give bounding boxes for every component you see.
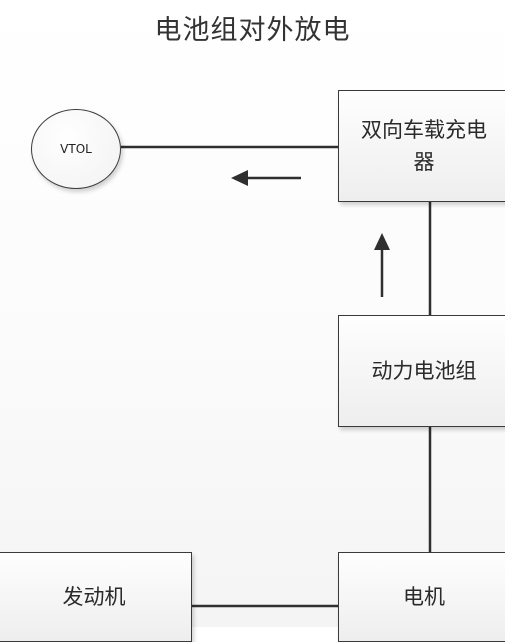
- engine-label: 发动机: [62, 585, 126, 609]
- battery-label: 动力电池组: [371, 359, 477, 383]
- vtol-node: VTOL: [31, 109, 121, 189]
- motor-label: 电机: [403, 585, 445, 609]
- power-battery-box: 动力电池组: [338, 315, 505, 427]
- motor-box: 电机: [338, 552, 505, 642]
- charger-label: 双向车载充电器: [361, 118, 487, 174]
- arrow-up-icon: [374, 233, 390, 297]
- vtol-label: VTOL: [60, 142, 92, 156]
- bidirectional-charger-box: 双向车载充电器: [338, 90, 505, 202]
- arrow-left-icon: [231, 170, 301, 186]
- connection-lines: [121, 145, 432, 608]
- diagram-title: 电池组对外放电: [154, 15, 351, 46]
- engine-box: 发动机: [0, 552, 192, 642]
